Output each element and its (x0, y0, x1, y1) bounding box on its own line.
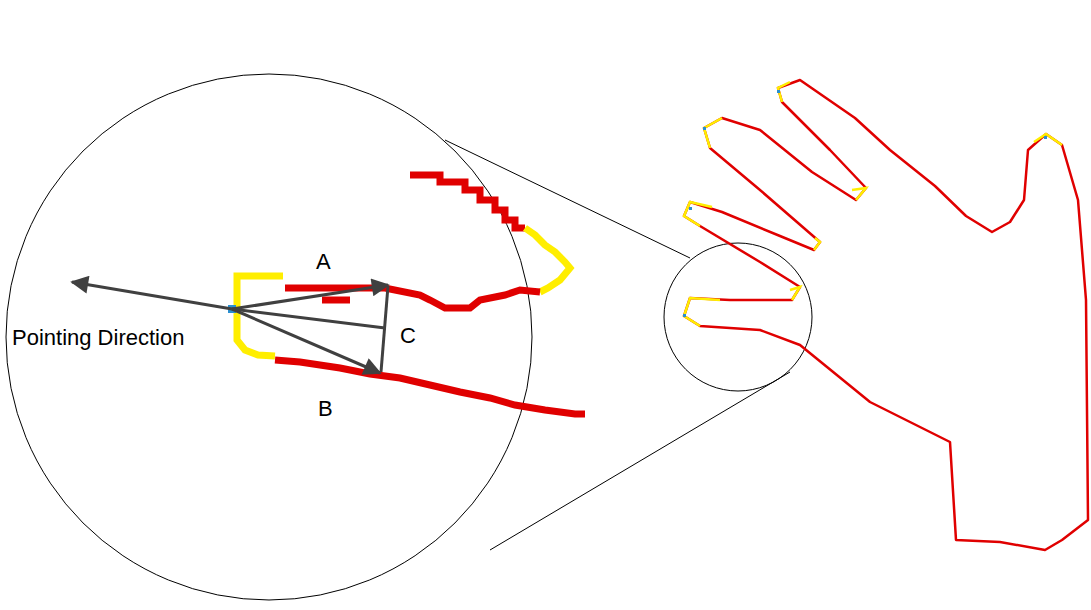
magnified-contour (237, 175, 585, 414)
fingertip-segments (684, 82, 1062, 326)
text-label: C (400, 325, 416, 347)
tip-points (683, 90, 1047, 317)
zoom-circle (664, 243, 812, 391)
hand-contour (684, 80, 1088, 550)
tangent-line (490, 372, 790, 550)
text-label: Pointing Direction (12, 327, 184, 349)
magnified-circle (6, 74, 532, 600)
text-label: A (316, 251, 331, 273)
text-label: B (318, 398, 333, 420)
